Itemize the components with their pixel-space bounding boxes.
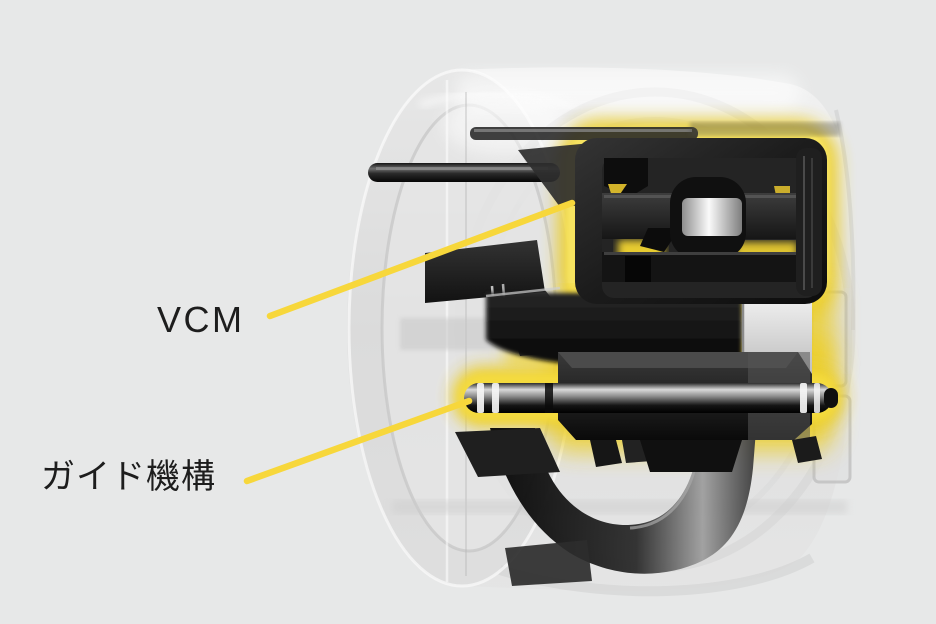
lens-ring-band: [455, 428, 756, 586]
vcm-label: VCM: [157, 299, 245, 340]
vcm-magnet-band: [682, 198, 742, 236]
lens-carrier-body: [486, 293, 742, 368]
vcm-unit: [575, 138, 827, 304]
guide-rod: [464, 383, 832, 413]
callout-line-vcm: [266, 199, 576, 320]
callout-line-guide: [243, 397, 473, 485]
guide-shaft-assembly: [464, 352, 838, 472]
internal-mechanism: [368, 122, 840, 586]
guide-mechanism-label: ガイド機構: [41, 458, 216, 496]
callout-lines: [243, 199, 576, 485]
